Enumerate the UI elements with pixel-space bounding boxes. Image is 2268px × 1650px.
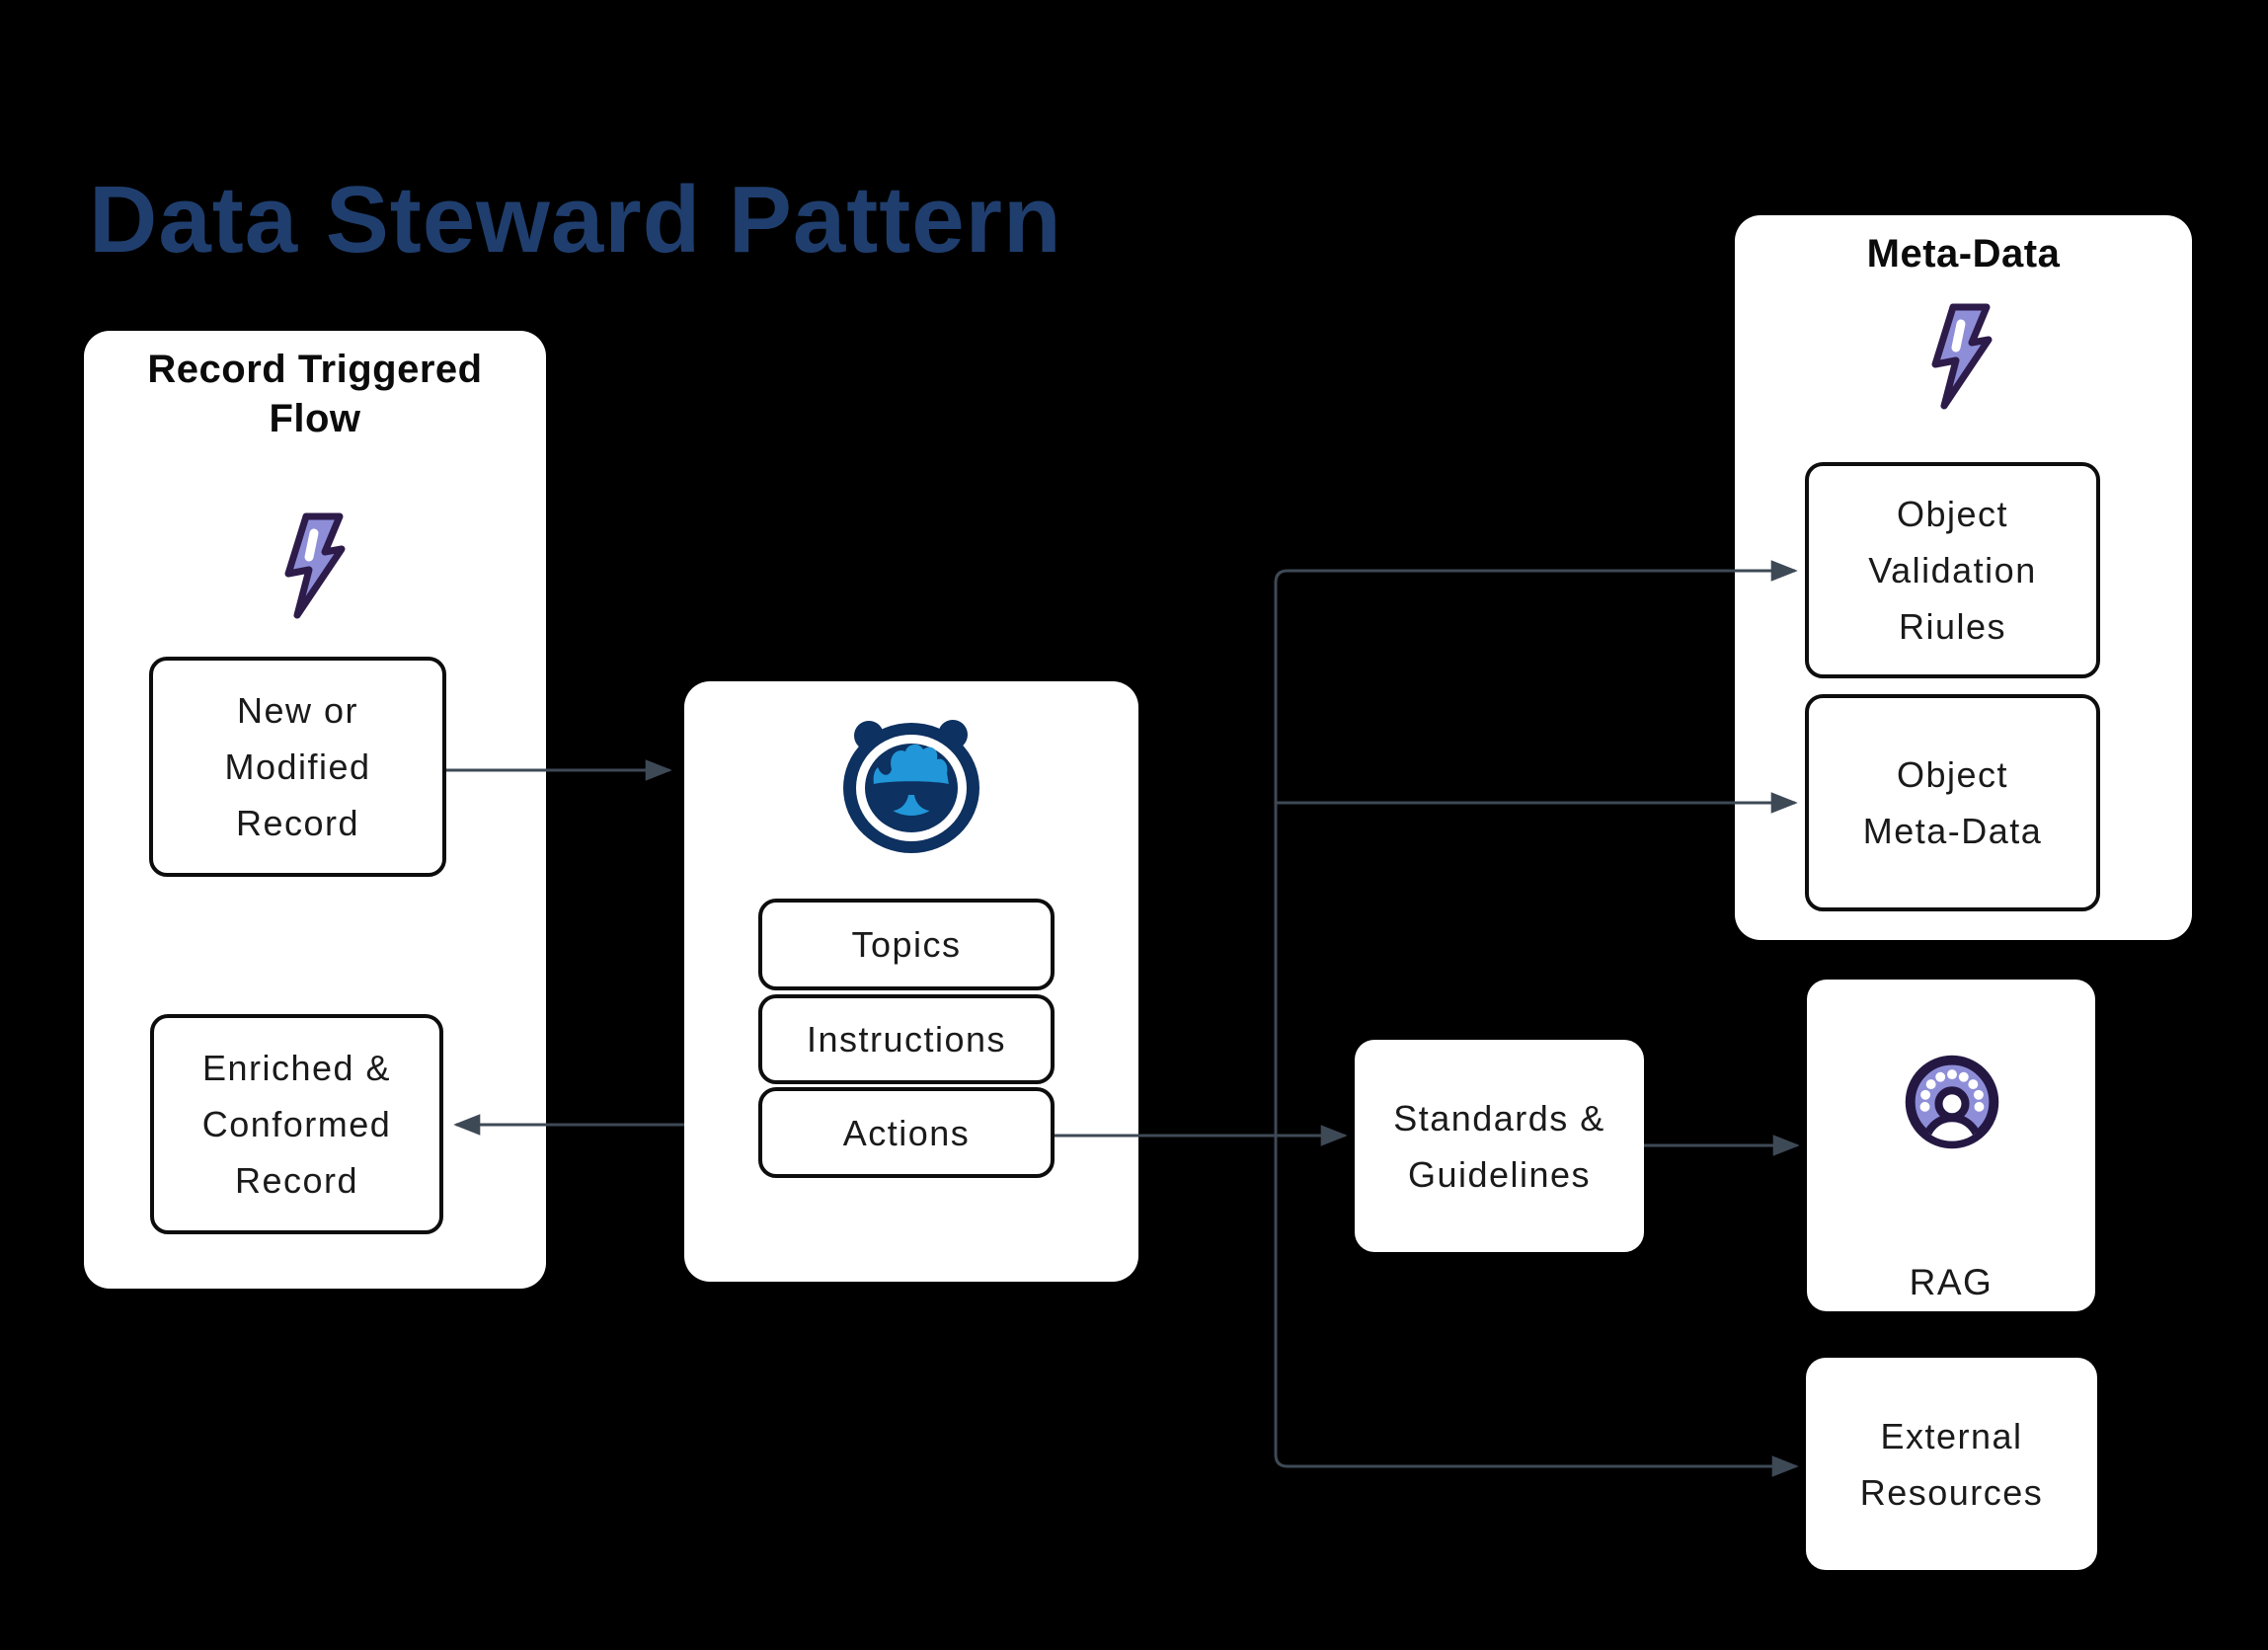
object-meta-data-node: Object Meta-Data [1805,694,2100,911]
meta-data-container: Meta-Data Object Validation Riules Objec… [1735,215,2192,940]
topics-node: Topics [758,899,1055,990]
rag-community-icon [1905,1055,1999,1149]
page-title: Data Steward Pattern [89,167,1062,273]
new-or-modified-record-node: New or Modified Record [149,657,446,877]
agent-container: Topics Instructions Actions [684,681,1138,1282]
actions-node: Actions [758,1087,1055,1178]
lightning-bolt-icon [280,511,350,621]
record-triggered-flow-title: Record Triggered Flow [147,348,483,440]
enriched-conformed-record-node: Enriched & Conformed Record [150,1014,443,1234]
instructions-node: Instructions [758,994,1055,1084]
external-resources-card: External Resources [1806,1358,2097,1570]
rag-card: RAG [1807,980,2095,1311]
agent-mascot-icon [843,720,979,853]
rag-label: RAG [1909,1262,1994,1302]
record-triggered-flow-container: Record Triggered Flow New or Modified Re… [84,331,546,1289]
standards-guidelines-card: Standards & Guidelines [1355,1040,1644,1252]
lightning-bolt-icon [1927,301,1996,412]
meta-data-title: Meta-Data [1866,232,2061,275]
object-validation-rules-node: Object Validation Riules [1805,462,2100,678]
